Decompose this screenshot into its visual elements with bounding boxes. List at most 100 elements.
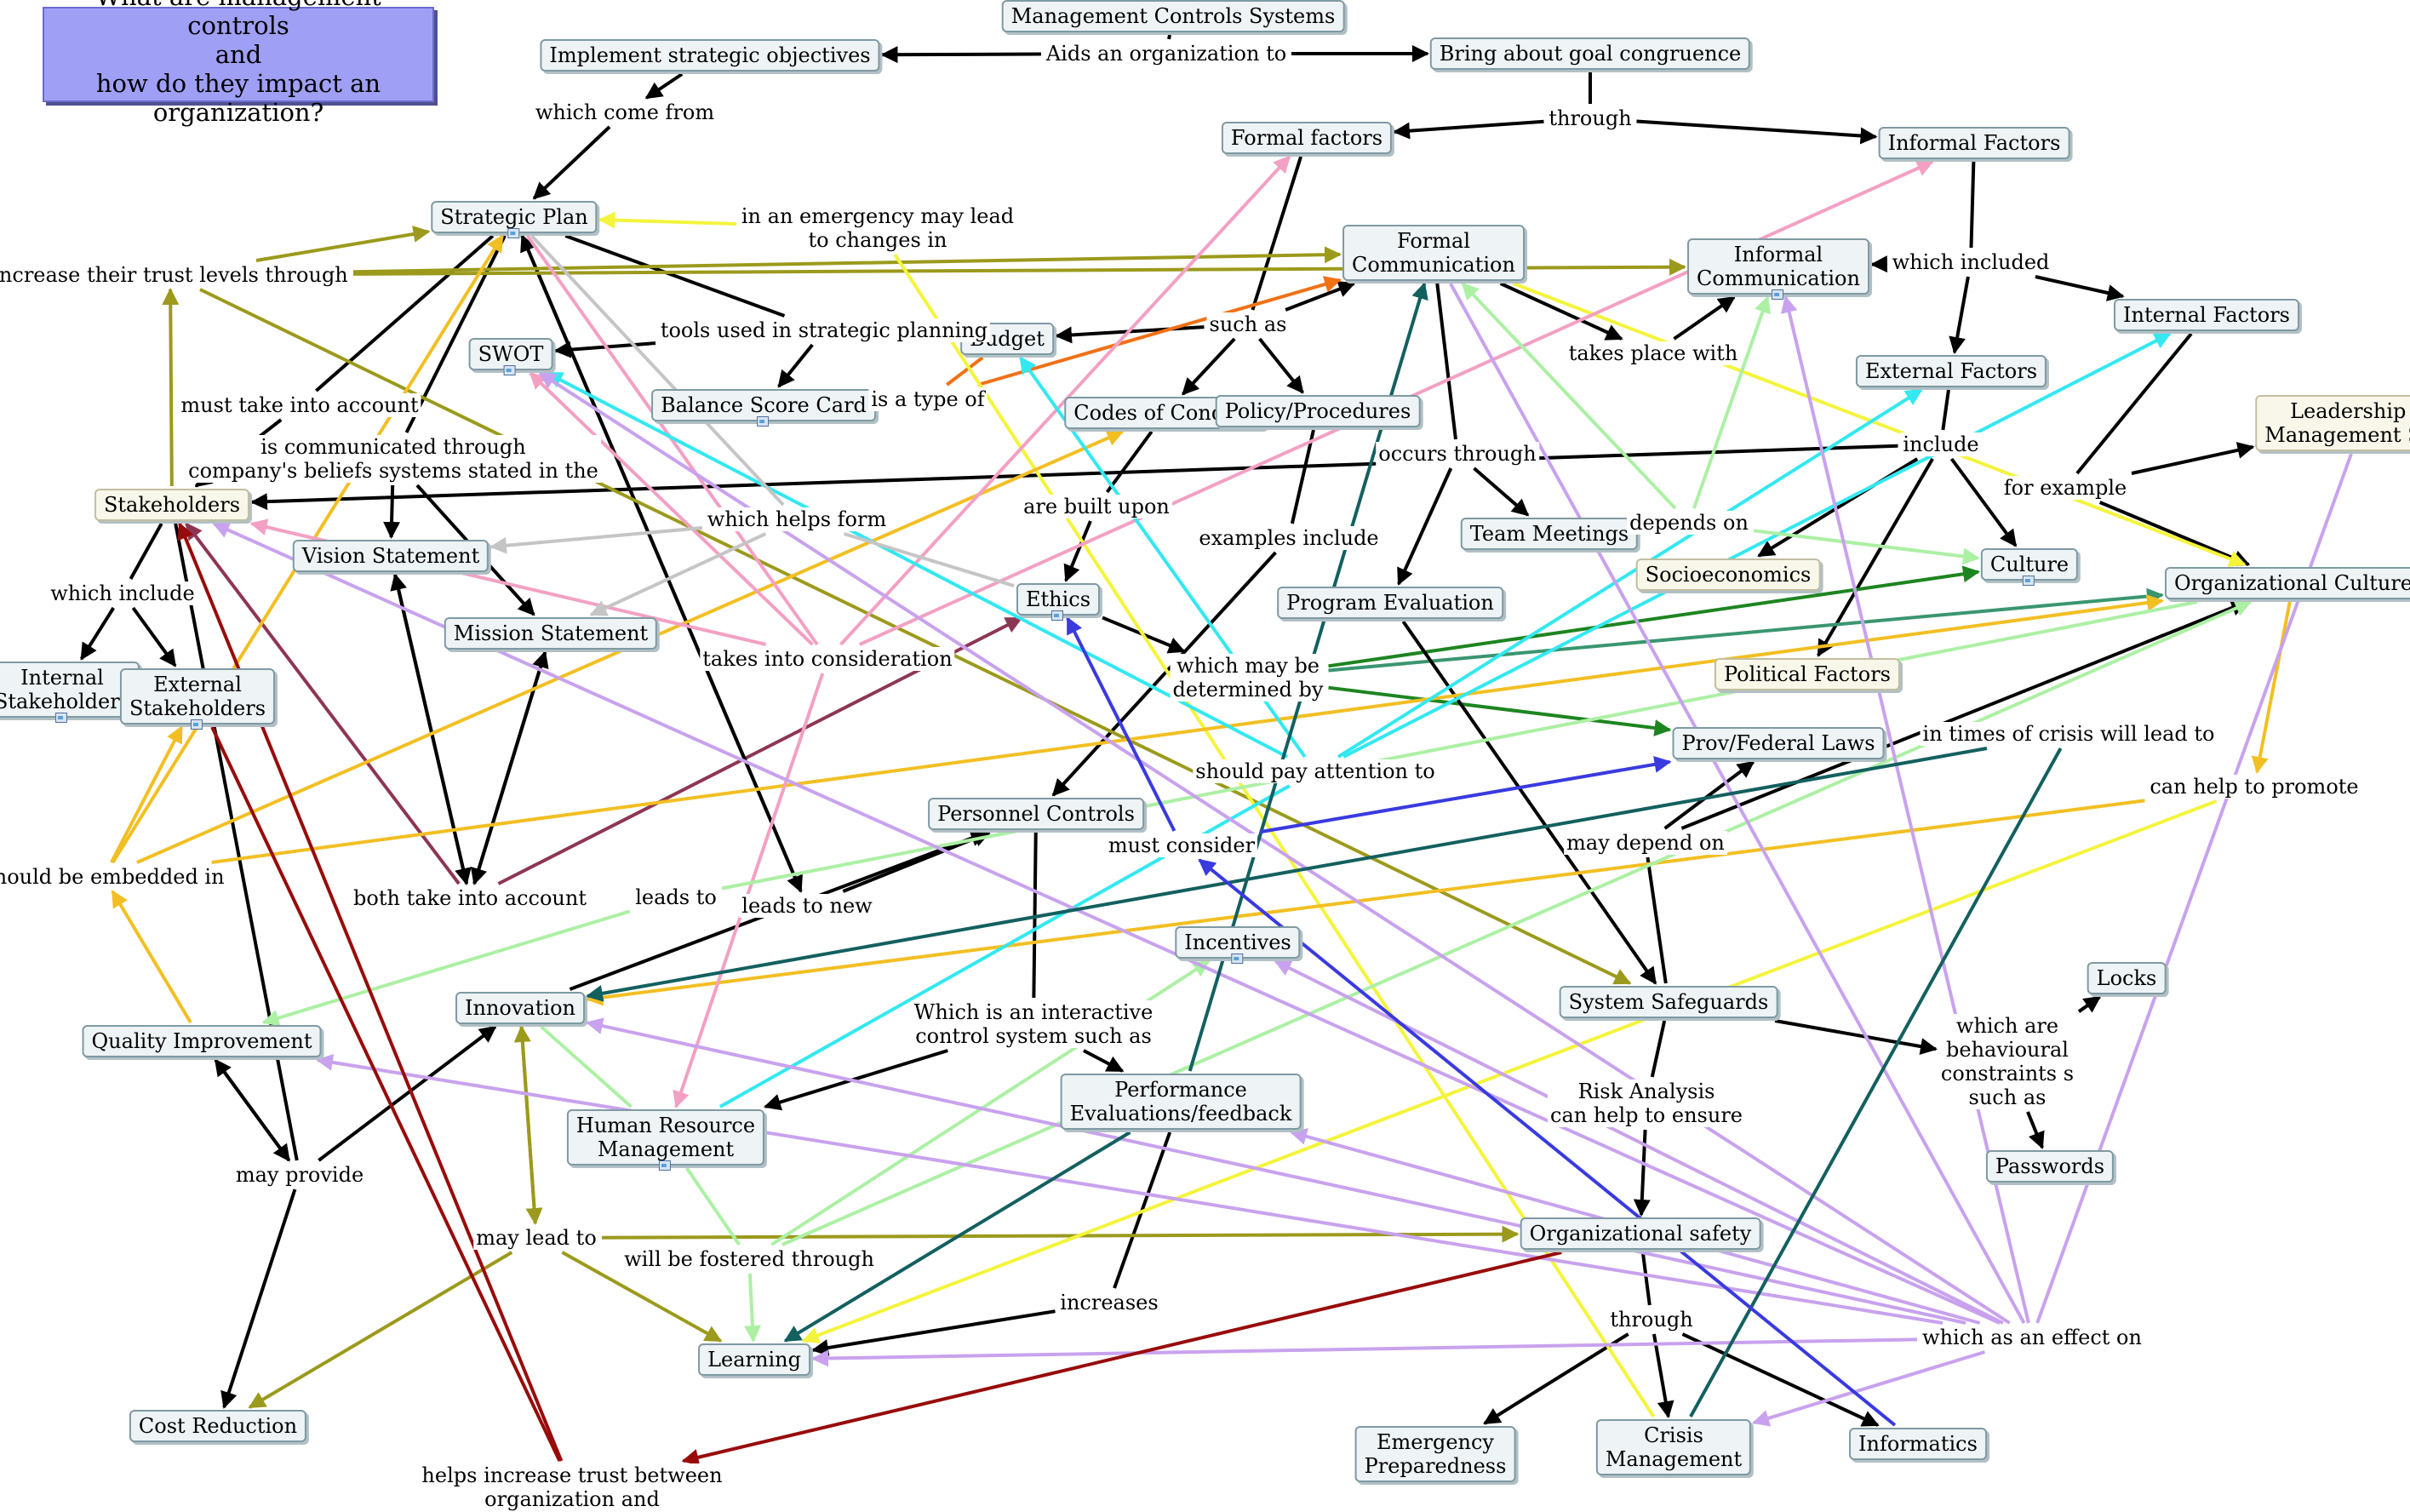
connector-innovation-to-hrm <box>540 1025 633 1108</box>
concept-innovation[interactable]: Innovation <box>455 992 585 1024</box>
connector-orgsafety-to-through2 <box>1640 1251 1652 1306</box>
concept-crisis[interactable]: Crisis Management <box>1595 1419 1752 1475</box>
connector-maylead-to-learning <box>561 1251 723 1343</box>
concept-mcs[interactable]: Management Controls Systems <box>1001 0 1345 32</box>
concept-learning[interactable]: Learning <box>698 1343 810 1376</box>
concept-ethics[interactable]: Ethics <box>1016 583 1101 621</box>
connector-policy-to-examplesinclude <box>1290 429 1315 524</box>
linking-phrase-mustconsider: must consider <box>1105 833 1258 857</box>
concept-label: Quality Improvement <box>91 1029 312 1053</box>
connector-effecton-to-crisis <box>1752 1350 1986 1427</box>
concept-label: Innovation <box>465 996 575 1020</box>
linking-phrase-embedded: should be embedded in <box>0 865 227 889</box>
connector-through1-to-informal <box>1636 119 1878 145</box>
connector-helpsform-to-mission <box>589 532 767 616</box>
concept-label: Political Factors <box>1723 662 1892 686</box>
concept-passwords[interactable]: Passwords <box>1985 1150 2115 1183</box>
concept-goal[interactable]: Bring about goal congruence <box>1429 37 1751 70</box>
concept-label: Passwords <box>1995 1154 2105 1178</box>
linking-phrase-mustaccount: must take into account <box>178 393 421 417</box>
concept-vision[interactable]: Vision Statement <box>292 540 489 572</box>
concept-label: Personnel Controls <box>937 802 1135 826</box>
linking-phrase-determinedby: which may be determined by <box>1170 654 1326 702</box>
concept-personnel[interactable]: Personnel Controls <box>928 798 1144 830</box>
connector-internalfactors-to-forexample <box>2075 332 2193 475</box>
concept-orgsafety[interactable]: Organizational safety <box>1520 1217 1761 1250</box>
concept-culture[interactable]: Culture <box>1980 548 2079 586</box>
concept-leadership[interactable]: Leadership or Management Style <box>2255 395 2410 451</box>
concept-syssafe[interactable]: System Safeguards <box>1559 986 1778 1018</box>
concept-strategic[interactable]: Strategic Plan <box>431 201 598 238</box>
concept-provlaws[interactable]: Prov/Federal Laws <box>1672 727 1885 759</box>
connector-takesconsider-to-swot <box>529 371 814 646</box>
concept-label: Cost Reduction <box>138 1414 298 1438</box>
concept-orgculture[interactable]: Organizational Culture <box>2164 567 2410 599</box>
concept-label: Organizational Culture <box>2173 571 2410 595</box>
concept-informatics[interactable]: Informatics <box>1849 1428 1987 1460</box>
concept-swot[interactable]: SWOT <box>468 338 553 375</box>
linking-phrase-occursthrough: occurs through <box>1376 442 1539 466</box>
connector-embedded-to-orgculture <box>211 594 2164 864</box>
concept-quality[interactable]: Quality Improvement <box>82 1025 322 1057</box>
concept-teammeetings[interactable]: Team Meetings <box>1460 518 1639 550</box>
concept-formal[interactable]: Formal factors <box>1221 122 1393 154</box>
concept-formalcomm[interactable]: Formal Communication <box>1342 225 1525 281</box>
connector-occursthrough-to-programeval <box>1397 467 1453 586</box>
connector-through2-to-informatics <box>1681 1332 1880 1427</box>
connector-increases-to-learning <box>811 1309 1056 1356</box>
connector-whichinclude-to-externalstake <box>131 606 177 667</box>
concept-codes[interactable]: Codes of Conduct <box>1064 397 1267 429</box>
connector-suchas1-to-codes <box>1182 337 1236 396</box>
concept-informalcomm[interactable]: Informal Communication <box>1687 238 1869 300</box>
concept-programeval[interactable]: Program Evaluation <box>1277 587 1503 619</box>
connector-canhelp-to-innovation <box>586 799 2145 1006</box>
attachment-icon[interactable] <box>659 1160 671 1171</box>
concept-socio[interactable]: Socioeconomics <box>1635 558 1821 591</box>
attachment-icon[interactable] <box>1051 610 1063 621</box>
linking-phrase-helpsform: which helps form <box>704 507 890 531</box>
attachment-icon[interactable] <box>1772 289 1783 300</box>
connector-formalcomm-to-occursthrough <box>1435 283 1457 440</box>
attachment-icon[interactable] <box>2023 576 2035 586</box>
connector-communicated-to-vision <box>383 484 401 539</box>
concept-locks[interactable]: Locks <box>2087 962 2167 994</box>
linking-phrase-fostered: will be fostered through <box>621 1247 877 1271</box>
concept-informal[interactable]: Informal Factors <box>1878 127 2070 159</box>
attachment-icon[interactable] <box>503 365 516 375</box>
concept-label: External Factors <box>1864 359 2038 383</box>
attachment-icon[interactable] <box>54 713 67 723</box>
concept-stakeholders[interactable]: Stakeholders <box>94 489 250 521</box>
concept-label: Team Meetings <box>1469 522 1629 546</box>
attachment-icon[interactable] <box>190 719 203 730</box>
concept-label: Socioeconomics <box>1645 563 1812 587</box>
linking-phrase-maylead: may lead to <box>473 1226 599 1250</box>
concept-incentives[interactable]: Incentives <box>1175 926 1301 964</box>
concept-bsc[interactable]: Balance Score Card <box>651 389 876 427</box>
linking-phrase-mayprovide: may provide <box>232 1163 367 1187</box>
concept-externalstake[interactable]: External Stakeholders <box>119 668 276 730</box>
connector-syssafe-to-riskanalysis <box>1650 1020 1667 1078</box>
concept-emergency[interactable]: Emergency Preparedness <box>1354 1426 1516 1482</box>
concept-costred[interactable]: Cost Reduction <box>129 1410 307 1442</box>
concept-label: Informal Communication <box>1697 243 1860 290</box>
concept-label: SWOT <box>478 342 544 366</box>
linking-phrase-toolsused: tools used in strategic planning <box>657 318 991 342</box>
concept-internalstake[interactable]: Internal Stakeholders <box>0 662 140 723</box>
attachment-icon[interactable] <box>757 416 769 427</box>
concept-implement[interactable]: Implement strategic objectives <box>540 39 880 72</box>
linking-phrase-crisislead: in times of crisis will lead to <box>1920 722 2218 746</box>
concept-label: Performance Evaluations/feedback <box>1069 1078 1292 1125</box>
concept-mission[interactable]: Mission Statement <box>444 617 658 650</box>
concept-label: System Safeguards <box>1568 990 1769 1014</box>
connector-behavioural-to-passwords <box>2026 1111 2045 1149</box>
concept-hrm[interactable]: Human Resource Management <box>566 1109 765 1171</box>
concept-perfeval[interactable]: Performance Evaluations/feedback <box>1060 1074 1302 1130</box>
concept-political[interactable]: Political Factors <box>1714 658 1901 690</box>
attachment-icon[interactable] <box>1231 954 1243 964</box>
connector-through1-to-formal <box>1393 119 1544 140</box>
connector-fostered-to-learning <box>743 1273 761 1343</box>
concept-policy[interactable]: Policy/Procedures <box>1215 395 1421 427</box>
attachment-icon[interactable] <box>507 228 519 238</box>
concept-internalfactors[interactable]: Internal Factors <box>2114 299 2299 331</box>
concept-externalfactors[interactable]: External Factors <box>1855 355 2047 387</box>
